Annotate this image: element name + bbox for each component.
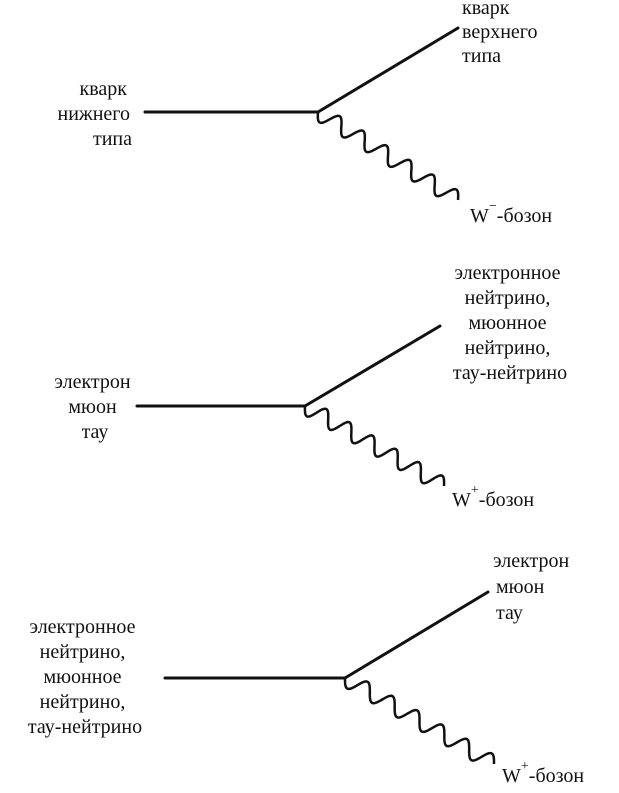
diagram-2-boson-letter: W bbox=[452, 489, 471, 511]
diagram-2-outgoing-label: электронное нейтрино, мюонное нейтрино, … bbox=[453, 262, 567, 384]
diagram-1-boson-suffix: -бозон bbox=[497, 205, 553, 227]
diagram-2-incoming-line-1: электрон bbox=[54, 371, 131, 393]
diagram-1-outgoing-line bbox=[316, 26, 460, 114]
diagram-3-outgoing-label: электрон мюон тау bbox=[493, 550, 574, 624]
diagram-3-boson-label: W+-бозон bbox=[502, 759, 584, 787]
diagram-2-incoming-line-2: мюон bbox=[68, 396, 117, 418]
diagram-2: электрон мюон тау электронное нейтрино, … bbox=[54, 262, 567, 511]
diagram-3-boson-letter: W bbox=[502, 765, 521, 787]
diagram-1-incoming-line-3: типа bbox=[93, 128, 132, 150]
diagram-3-outgoing-line-3: тау bbox=[496, 602, 523, 624]
diagram-3-boson-suffix: -бозон bbox=[529, 765, 585, 787]
diagram-3-incoming-label: электронное нейтрино, мюонное нейтрино, … bbox=[28, 616, 142, 738]
diagram-2-outgoing-line-4: нейтрино, bbox=[465, 337, 551, 359]
diagram-3-incoming-line-2: нейтрино, bbox=[40, 641, 126, 663]
diagram-3-outgoing-line-2: мюон bbox=[496, 576, 545, 598]
diagram-1: кварк нижнего типа кварк верхнего типа W… bbox=[57, 0, 552, 227]
diagram-3-w-boson-wave bbox=[343, 678, 496, 764]
diagram-2-boson-charge: + bbox=[471, 483, 479, 498]
diagram-1-boson-label: W−-бозон bbox=[470, 199, 552, 227]
diagram-3-outgoing-line bbox=[343, 590, 490, 680]
diagram-1-incoming-line-1: кварк bbox=[80, 78, 128, 100]
diagram-1-outgoing-label: кварк верхнего типа bbox=[462, 0, 543, 67]
diagram-3-outgoing-line-1: электрон bbox=[493, 550, 570, 572]
diagram-2-boson-label: W+-бозон bbox=[452, 483, 534, 511]
diagram-1-incoming-label: кварк нижнего типа bbox=[57, 78, 135, 150]
diagram-2-incoming-label: электрон мюон тау bbox=[54, 371, 135, 443]
diagram-3-incoming-line-1: электронное bbox=[29, 616, 135, 638]
diagram-2-outgoing-line bbox=[303, 324, 442, 408]
diagram-3-incoming-line-4: нейтрино, bbox=[40, 691, 126, 713]
diagram-3: электронное нейтрино, мюонное нейтрино, … bbox=[28, 550, 585, 787]
diagram-2-outgoing-line-2: нейтрино, bbox=[465, 287, 551, 309]
diagram-1-incoming-line-2: нижнего bbox=[57, 103, 130, 125]
diagram-2-outgoing-line-5: тау-нейтрино bbox=[453, 362, 567, 384]
diagram-2-w-boson-wave bbox=[303, 405, 446, 487]
diagram-2-outgoing-line-1: электронное bbox=[454, 262, 560, 284]
diagram-2-boson-suffix: -бозон bbox=[479, 489, 535, 511]
diagram-3-incoming-line-3: мюонное bbox=[43, 666, 121, 688]
diagram-2-incoming-line-3: тау bbox=[82, 421, 109, 443]
diagram-3-incoming-line-5: тау-нейтрино bbox=[28, 716, 142, 738]
diagram-1-w-boson-wave bbox=[316, 111, 460, 201]
diagram-1-outgoing-line-1: кварк bbox=[462, 0, 510, 19]
diagram-1-boson-letter: W bbox=[470, 205, 489, 227]
diagram-1-boson-charge: − bbox=[489, 199, 497, 214]
diagram-2-outgoing-line-3: мюонное bbox=[468, 312, 546, 334]
diagram-3-boson-charge: + bbox=[521, 759, 529, 774]
diagram-1-outgoing-line-2: верхнего bbox=[462, 21, 538, 43]
diagram-1-outgoing-line-3: типа bbox=[462, 45, 501, 67]
